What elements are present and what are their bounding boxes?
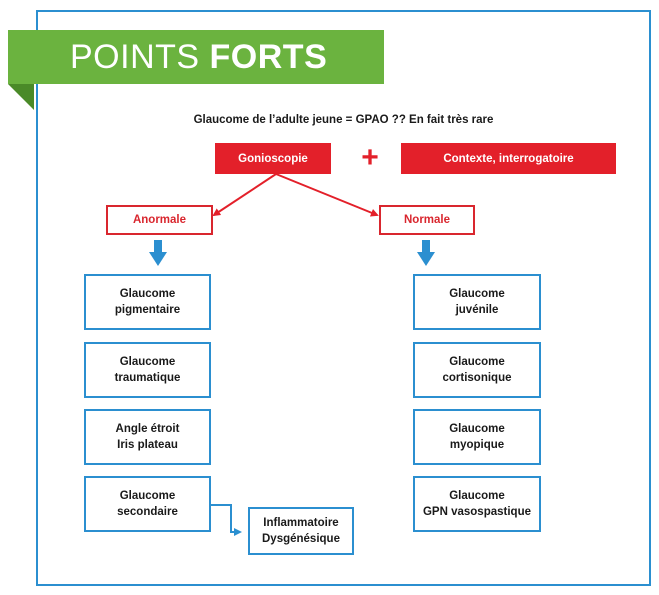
box-glaucome-pigmentaire: Glaucome pigmentaire [84,274,211,330]
secondaire-to-child-line [211,504,242,536]
box-line-2: juvénile [455,304,499,316]
banner-title-light: POINTS [70,38,210,76]
box-line-2: pigmentaire [114,304,181,316]
plus-sign: + [361,141,379,174]
box-line-1: Inflammatoire [263,517,339,529]
arrow-to-anormale [212,173,277,217]
content-frame [36,10,651,586]
box-line-2: traumatique [114,372,181,384]
headline: Glaucome de l’adulte jeune = GPAO ?? En … [193,114,494,126]
points-forts-banner: POINTS FORTS [8,30,384,84]
box-line-2: myopique [449,439,505,451]
box-glaucome-gpn-vasospastique: Glaucome GPN vasospastique [413,476,541,532]
box-glaucome-secondaire: Glaucome secondaire [84,476,211,532]
box-line-1: Glaucome [449,288,505,300]
box-line-2: cortisonique [442,372,512,384]
down-arrow-left [149,240,167,266]
box-line-1: Angle étroit [115,423,180,435]
box-line-1: Glaucome [449,356,505,368]
gonioscopie-box: Gonioscopie [215,143,331,174]
box-inflammatoire-dysgenesique: Inflammatoire Dysgénésique [248,507,354,555]
down-arrow-right [417,240,435,266]
box-glaucome-traumatique: Glaucome traumatique [84,342,211,398]
box-line-2: secondaire [117,506,178,518]
box-line-1: Glaucome [119,356,176,368]
box-glaucome-myopique: Glaucome myopique [413,409,541,465]
box-glaucome-juvenile: Glaucome juvénile [413,274,541,330]
box-line-1: Glaucome [449,423,505,435]
box-line-1: Glaucome [119,288,176,300]
banner-fold [8,84,34,110]
box-line-2: Iris plateau [117,439,178,451]
banner-title-bold: FORTS [209,38,328,76]
box-line-1: Glaucome [449,490,505,502]
normale-box: Normale [379,205,475,235]
box-glaucome-cortisonique: Glaucome cortisonique [413,342,541,398]
box-line-2: Dysgénésique [262,533,340,545]
anormale-box: Anormale [106,205,213,235]
box-line-1: Glaucome [119,490,176,502]
box-line-2: GPN vasospastique [422,506,531,518]
box-angle-etroit: Angle étroit Iris plateau [84,409,211,465]
contexte-box: Contexte, interrogatoire [401,143,616,174]
arrow-to-normale [275,173,379,217]
